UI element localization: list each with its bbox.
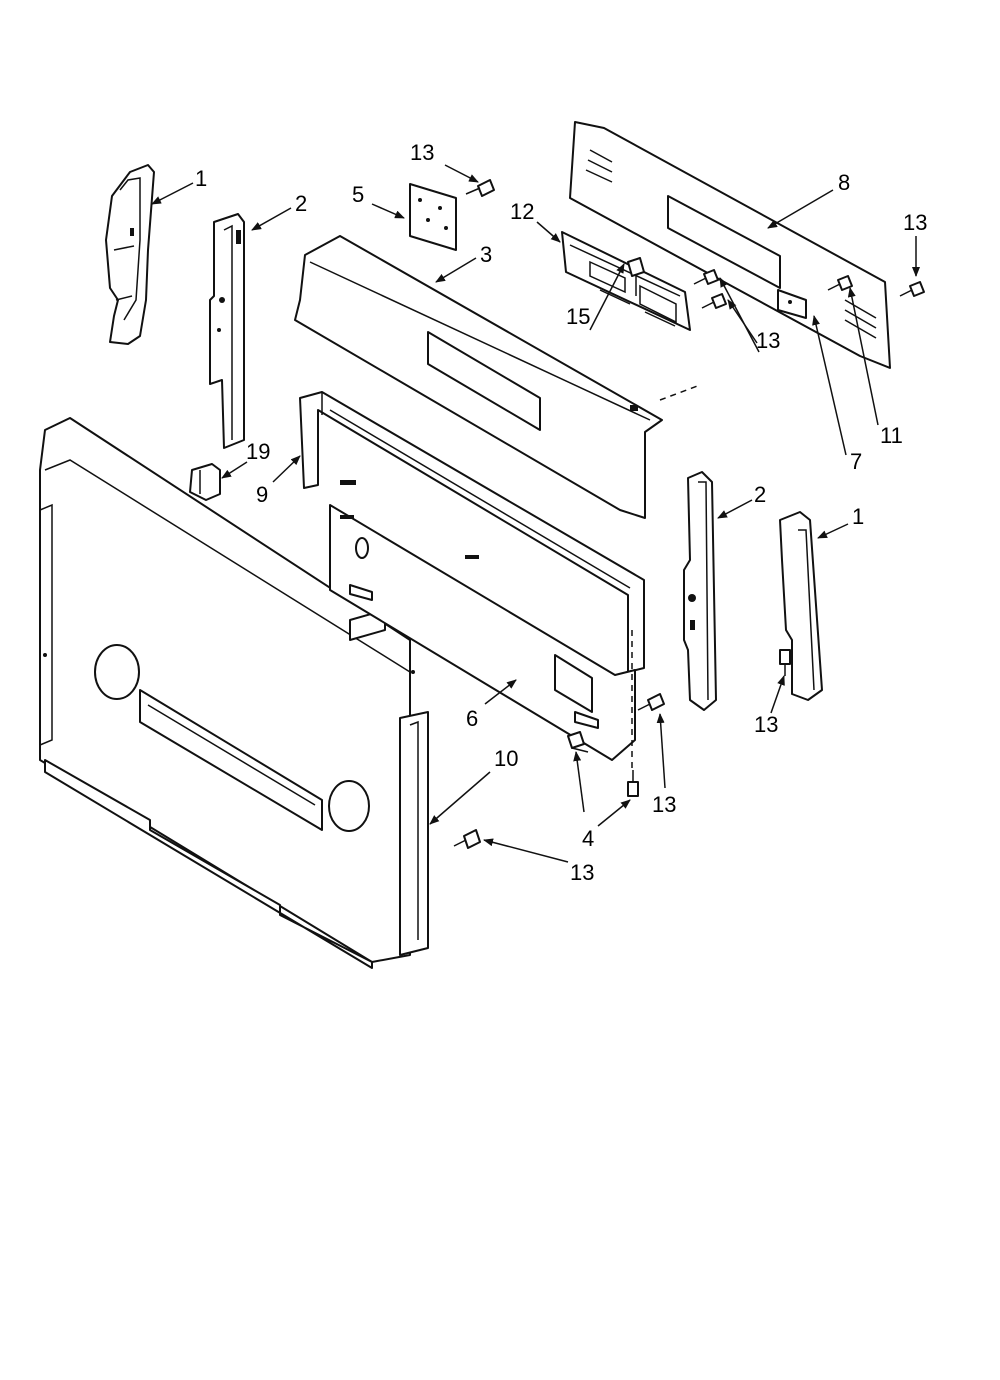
upper-frame-part xyxy=(299,391,645,673)
callout-13-bottom: 13 xyxy=(570,860,594,885)
callout-13-top-right: 13 xyxy=(903,210,927,235)
right-side-bracket-part xyxy=(683,471,717,711)
callout-19: 19 xyxy=(246,439,270,464)
callout-2-left: 2 xyxy=(295,191,307,216)
small-bracket-part xyxy=(777,289,807,319)
callout-15: 15 xyxy=(566,304,590,329)
callout-11: 11 xyxy=(880,423,903,448)
callout-5: 5 xyxy=(352,182,364,207)
callout-13-mid-right: 13 xyxy=(756,328,780,353)
right-end-cap-part xyxy=(779,511,823,701)
small-plate-part xyxy=(409,183,457,251)
back-guard-part xyxy=(569,121,891,369)
left-side-bracket-part xyxy=(209,213,245,449)
callout-8: 8 xyxy=(838,170,850,195)
lower-back-panel-part xyxy=(39,417,429,969)
callout-7: 7 xyxy=(850,449,862,474)
callout-4: 4 xyxy=(582,826,594,851)
control-panel-part xyxy=(294,235,663,519)
callout-10: 10 xyxy=(494,746,518,771)
clip-part xyxy=(189,463,221,501)
callout-13-top-center: 13 xyxy=(410,140,434,165)
manifold-panel-part xyxy=(329,504,636,761)
leader-lines xyxy=(151,164,920,863)
callout-labels: 1 1 2 2 3 4 5 6 7 8 9 10 11 12 13 13 13 … xyxy=(195,140,927,885)
callout-12: 12 xyxy=(510,199,534,224)
callout-1-left: 1 xyxy=(195,166,207,191)
callout-13-right-cap: 13 xyxy=(754,712,778,737)
callout-2-right: 2 xyxy=(754,482,766,507)
left-end-cap-part xyxy=(105,164,155,345)
callout-9: 9 xyxy=(256,482,268,507)
callout-1-right: 1 xyxy=(852,504,864,529)
callout-6: 6 xyxy=(466,706,478,731)
callout-3: 3 xyxy=(480,242,492,267)
callout-13-lower: 13 xyxy=(652,792,676,817)
screws-group xyxy=(453,179,925,849)
